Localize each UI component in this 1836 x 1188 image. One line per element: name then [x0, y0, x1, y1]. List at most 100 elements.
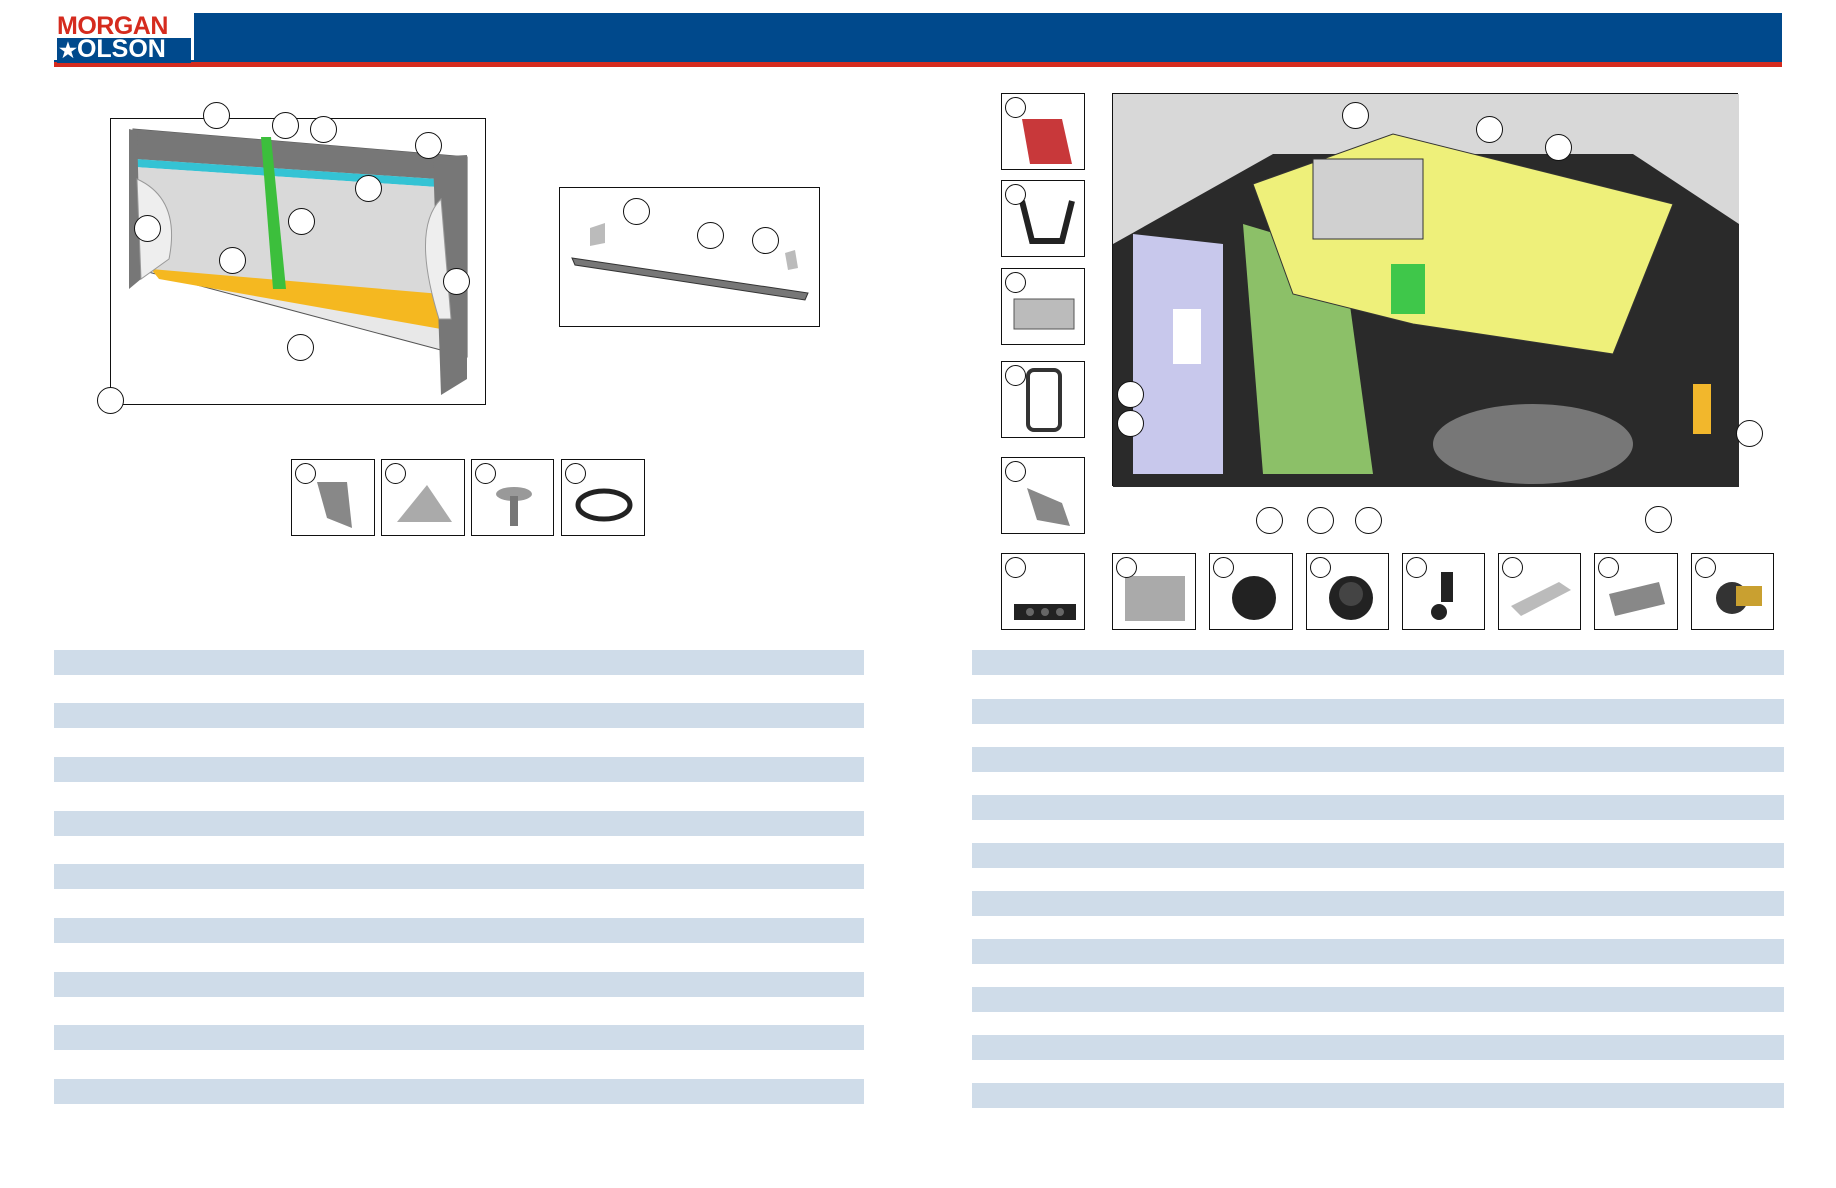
callout[interactable] — [203, 102, 230, 129]
table-row — [972, 699, 1784, 724]
screw-icon — [496, 487, 532, 526]
logo-line-1: MORGAN — [57, 12, 168, 40]
thumb-switch-panel — [1001, 553, 1085, 630]
thumb-switch-plate — [1112, 553, 1196, 630]
thumb-latch — [1001, 268, 1085, 345]
table-row — [972, 939, 1784, 964]
callout[interactable] — [1342, 102, 1369, 129]
callout[interactable] — [1310, 557, 1331, 578]
gasket-icon — [1026, 368, 1062, 432]
callout[interactable] — [1406, 557, 1427, 578]
callout[interactable] — [288, 208, 315, 235]
callout[interactable] — [565, 463, 586, 484]
callout[interactable] — [1005, 461, 1026, 482]
thumb-hollow-grommet — [1306, 553, 1389, 630]
star-icon: ★ — [59, 40, 77, 62]
ring-icon — [575, 488, 633, 522]
table-row — [54, 864, 864, 889]
u-bracket-icon — [1019, 200, 1075, 244]
callout[interactable] — [1005, 365, 1026, 386]
callout[interactable] — [1695, 557, 1716, 578]
thumb-angle-panel — [1001, 457, 1085, 534]
round-grommet-icon — [1232, 576, 1276, 620]
switch-plate-icon — [1125, 576, 1185, 621]
table-row — [54, 811, 864, 836]
callout[interactable] — [415, 132, 442, 159]
thumb-round-grommet — [1209, 553, 1293, 630]
latch-icon — [1013, 298, 1075, 330]
callout[interactable] — [1545, 134, 1572, 161]
table-row — [972, 747, 1784, 772]
callout[interactable] — [475, 463, 496, 484]
callout[interactable] — [1005, 272, 1026, 293]
angle-strip-icon — [1511, 582, 1571, 616]
table-row — [972, 1035, 1784, 1060]
table-row — [54, 757, 864, 782]
callout[interactable] — [752, 227, 779, 254]
callout[interactable] — [1355, 507, 1382, 534]
thumb-screw — [471, 459, 554, 536]
callout[interactable] — [1005, 184, 1026, 205]
callout[interactable] — [1736, 420, 1763, 447]
callout[interactable] — [1117, 381, 1144, 408]
callout[interactable] — [1645, 506, 1672, 533]
dashboard-diagram — [1112, 93, 1739, 487]
table-row — [972, 891, 1784, 916]
callout[interactable] — [385, 463, 406, 484]
callout[interactable] — [287, 334, 314, 361]
table-row — [972, 987, 1784, 1012]
bracket-icon — [1022, 119, 1072, 164]
table-row — [54, 703, 864, 728]
callout[interactable] — [1598, 557, 1619, 578]
callout[interactable] — [1117, 410, 1144, 437]
callout[interactable] — [272, 112, 299, 139]
callout[interactable] — [310, 116, 337, 143]
clip-icon — [317, 482, 352, 528]
table-row — [54, 972, 864, 997]
table-row — [972, 795, 1784, 820]
callout[interactable] — [1213, 557, 1234, 578]
strip-drawing — [571, 223, 809, 301]
thumb-gasket — [1001, 361, 1085, 438]
left-main-diagram — [110, 118, 486, 405]
thumb-flat-plate — [1594, 553, 1678, 630]
thumb-lighter — [1691, 553, 1774, 630]
thumb-red-bracket — [1001, 93, 1085, 170]
callout[interactable] — [219, 247, 246, 274]
callout[interactable] — [97, 387, 124, 414]
thumb-u-bracket — [1001, 180, 1085, 257]
cigarette-lighter-icon — [1716, 582, 1762, 614]
table-row — [972, 843, 1784, 868]
logo-line-2-text: OLSON — [76, 35, 166, 63]
strip-diagram — [559, 187, 820, 327]
triangle-plate-icon — [397, 485, 452, 522]
callout[interactable] — [1116, 557, 1137, 578]
switch-panel-icon — [1014, 604, 1076, 620]
callout[interactable] — [1256, 507, 1283, 534]
callout[interactable] — [134, 215, 161, 242]
table-row — [972, 1083, 1784, 1108]
callout[interactable] — [1307, 507, 1334, 534]
table-row — [54, 918, 864, 943]
callout[interactable] — [697, 222, 724, 249]
callout[interactable] — [1005, 557, 1026, 578]
table-row — [54, 1079, 864, 1104]
callout[interactable] — [1476, 116, 1503, 143]
table-row — [54, 1025, 864, 1050]
thumb-ring — [561, 459, 645, 536]
callout[interactable] — [623, 198, 650, 225]
thumb-clip — [291, 459, 375, 536]
callout[interactable] — [443, 268, 470, 295]
flat-plate-icon — [1609, 582, 1665, 616]
angle-panel-icon — [1027, 488, 1070, 526]
wall-panel-drawing — [129, 128, 468, 395]
header-banner — [54, 13, 1782, 67]
logo-line-2: ★OLSON — [57, 35, 191, 63]
table-row — [972, 650, 1784, 675]
morgan-olson-logo: MORGAN ★OLSON — [54, 12, 194, 63]
hollow-grommet-icon — [1329, 576, 1373, 620]
callout[interactable] — [1005, 97, 1026, 118]
callout[interactable] — [355, 175, 382, 202]
callout[interactable] — [295, 463, 316, 484]
callout[interactable] — [1502, 557, 1523, 578]
